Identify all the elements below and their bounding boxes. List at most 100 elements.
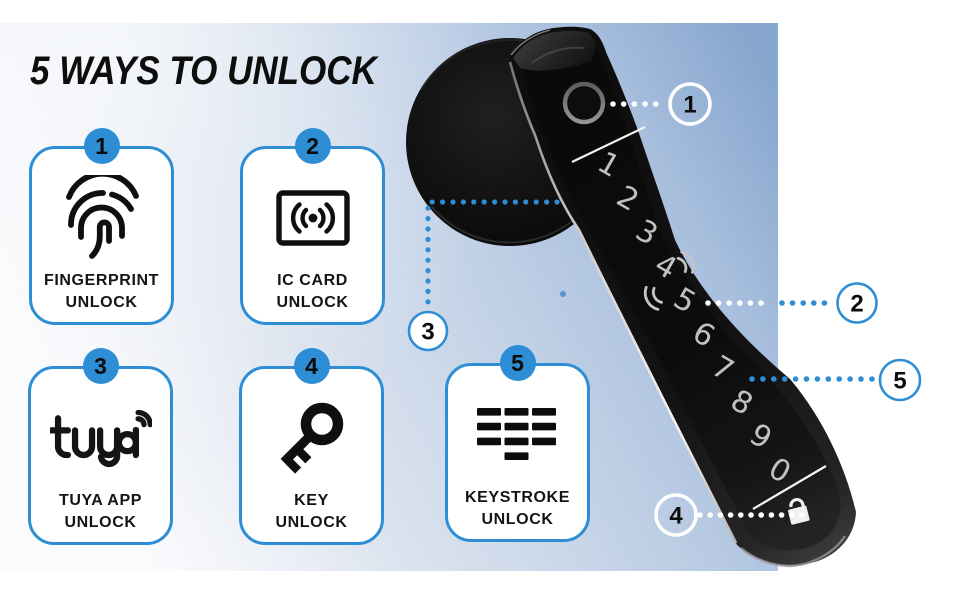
ic-wave-right-outer (323, 202, 335, 234)
ic-wave-right-inner (317, 207, 326, 229)
separator-line-bottom (752, 465, 827, 510)
card-keystroke-unlock: 5 KEYSTROKE UNLOCK (442, 345, 593, 542)
keypad-bar-6 (531, 422, 556, 431)
ic-wave-left-inner (299, 207, 308, 229)
ic-wave-left-outer (290, 202, 302, 234)
card-2-number-badge: 2 (294, 128, 331, 164)
card-key-unlock: 4 KEY UNLOCK (236, 348, 387, 545)
page-title: 5 WAYS TO UNLOCK (30, 49, 377, 93)
tuya-letter-u (71, 427, 95, 459)
callout-number-5: 5 (893, 368, 906, 395)
separator-line-top (571, 126, 646, 163)
key-shaft (280, 433, 313, 466)
callout-number-1: 1 (683, 92, 696, 119)
callout-markers: 1 2 3 4 5 (407, 82, 922, 537)
card-ic-card-unlock: 2 IC CARD UNLOCK (237, 128, 388, 325)
rosette-bottom-rim-highlight (431, 206, 588, 244)
lock-body (788, 505, 810, 525)
fp-arc-mid-right (108, 191, 134, 212)
card-1-label-line2: UNLOCK (65, 294, 138, 311)
fp-core-hook (88, 219, 112, 259)
reader-wave-left-inner (651, 286, 663, 304)
callout-marker-5: 5 (878, 358, 922, 402)
tuya-wave-small (134, 416, 147, 428)
keypad-bar-3 (531, 408, 556, 416)
key-tooth-lower (284, 457, 301, 474)
card-5-label: KEYSTROKE UNLOCK (442, 487, 593, 531)
callout-marker-1: 1 (668, 82, 712, 126)
tuya-wave-large (134, 409, 152, 428)
callout-circle-2 (836, 282, 878, 324)
reader-wave-left-outer (643, 285, 660, 311)
card-5-label-line1: KEYSTROKE (465, 489, 570, 506)
card-1-number-badge: 1 (83, 128, 120, 164)
keypad-bar-7 (476, 437, 501, 446)
callout-circle-4 (654, 493, 698, 537)
lock-icon (788, 497, 810, 525)
ic-card-outline (275, 190, 350, 246)
lever-silver-edge (508, 61, 738, 544)
tuya-letter-y-tail (97, 428, 120, 468)
keypad-bar-9 (531, 437, 556, 446)
card-3-label-line2: UNLOCK (64, 514, 137, 531)
lever-front-face (521, 35, 841, 551)
cap-reflection-line (531, 46, 585, 64)
key-icon (242, 389, 381, 487)
fp-arc-inner (77, 204, 125, 240)
reader-wave-right-outer (680, 250, 695, 274)
card-1-label: FINGERPRINT UNLOCK (26, 270, 177, 314)
fp-arc-outer (65, 175, 139, 200)
key-tooth-upper (294, 447, 311, 464)
card-reader-waves (643, 250, 695, 311)
card-5-label-line2: UNLOCK (481, 511, 554, 528)
callout-line-3 (425, 199, 560, 313)
card-3-label: TUYA APP UNLOCK (25, 490, 176, 534)
card-2-label-line1: IC CARD (277, 272, 348, 289)
tuya-letter-t (54, 415, 71, 459)
lever-bottom-rim (740, 535, 847, 568)
card-4-number-badge: 4 (293, 348, 330, 384)
fingerprint-sensor (554, 73, 614, 133)
keypad-bar-5 (504, 422, 528, 431)
handle-lever: 1 2 3 4 5 6 7 8 9 0 (508, 26, 856, 568)
card-5-number-badge: 5 (499, 345, 536, 381)
keypad-bar-8 (504, 437, 528, 446)
keypad-bar-1 (476, 408, 501, 416)
keypad-bar-4 (476, 422, 501, 431)
fp-arc-mid-left (67, 190, 106, 228)
callout-number-3: 3 (421, 319, 434, 346)
callout-number-4: 4 (669, 503, 683, 530)
keypad-bar-10 (504, 452, 528, 460)
callout-lines (425, 101, 875, 518)
callout-marker-3: 3 (407, 310, 449, 352)
card-fingerprint-unlock: 1 FINGERPRINT UNLOCK (26, 128, 177, 325)
card-tuya-app-unlock: 3 TUYA APP UNLOCK (25, 348, 176, 545)
card-4-label: KEY UNLOCK (236, 490, 387, 534)
ic-card-icon (243, 169, 382, 267)
callout-marker-4: 4 (654, 493, 698, 537)
ic-card-dot (308, 213, 317, 223)
cap-edge-highlight (510, 29, 551, 56)
keystroke-icon (448, 386, 587, 484)
card-4-label-line2: UNLOCK (275, 514, 348, 531)
keypad-bar-2 (504, 408, 528, 416)
card-3-number-badge: 3 (82, 348, 119, 384)
lock-shackle (789, 497, 805, 508)
sensor-ring (562, 81, 606, 125)
tuya-logo (31, 389, 170, 487)
callout-circle-5 (878, 358, 922, 402)
edge-blue-glint (560, 291, 566, 297)
card-2-label-line2: UNLOCK (276, 294, 349, 311)
reader-wave-right-inner (676, 256, 688, 273)
card-2-label: IC CARD UNLOCK (237, 270, 388, 314)
callout-circle-3 (407, 310, 449, 352)
card-4-label-line1: KEY (294, 492, 329, 509)
callout-number-2: 2 (850, 291, 863, 318)
callout-marker-2: 2 (836, 282, 878, 324)
fingerprint-icon (32, 169, 171, 267)
key-bow-ring (300, 402, 343, 446)
callout-circle-1 (668, 82, 712, 126)
card-3-label-line1: TUYA APP (58, 492, 143, 509)
